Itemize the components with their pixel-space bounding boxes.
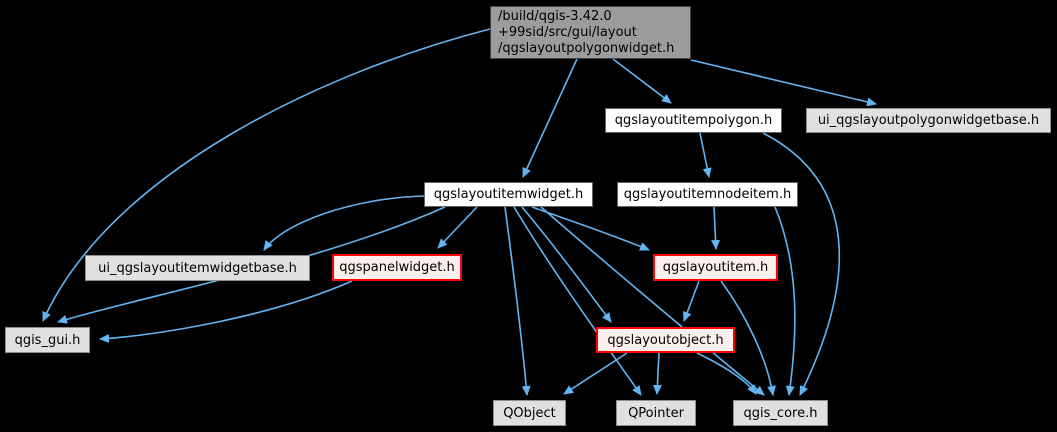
edge-root-to-ui-polygonbase — [690, 59, 877, 107]
graph-node-label: qgslayoutobject.h — [607, 332, 724, 348]
graph-node-root[interactable]: /build/qgis-3.42.0 +99sid/src/gui/layout… — [490, 6, 691, 59]
graph-node-label: qgslayoutitem.h — [662, 260, 769, 275]
edge-itemwidget-to-panelwidget — [437, 206, 478, 249]
edge-itemwidget-to-qpointer — [513, 206, 642, 396]
edge-layoutitem-to-qgis-core — [720, 280, 776, 396]
graph-node-qgspanelwidget[interactable]: qgspanelwidget.h — [332, 254, 462, 281]
graph-node-qobject[interactable]: QObject — [493, 400, 566, 426]
edge-root-to-itemwidget — [522, 58, 578, 178]
edge-itemwidget-to-ui-itemwidgetbase — [263, 195, 425, 251]
edge-layoutobject-to-qpointer — [652, 352, 662, 395]
edge-layoutobject-to-qobject — [563, 352, 628, 395]
edge-itemnodeitem-to-layoutitem — [711, 206, 721, 250]
edge-itemwidget-to-layoutobject — [521, 206, 612, 323]
edge-itemwidget-to-qobject — [504, 206, 531, 396]
graph-node-label: qgis_gui.h — [14, 332, 81, 348]
graph-node-qgslayoutitem[interactable]: qgslayoutitem.h — [653, 254, 778, 281]
edge-itempolygon-to-itemnodeitem — [699, 132, 712, 178]
graph-node-qgslayoutitemnodeitem[interactable]: qgslayoutitemnodeitem.h — [617, 182, 798, 207]
graph-node-qgslayoutitempolygon[interactable]: qgslayoutitempolygon.h — [605, 108, 782, 133]
graph-node-qpointer[interactable]: QPointer — [616, 400, 696, 426]
graph-node-label: qgslayoutitemnodeitem.h — [623, 187, 792, 202]
graph-node-label: qgspanelwidget.h — [339, 260, 455, 275]
edge-layoutobject-to-qgis-core — [696, 352, 757, 395]
edge-root-to-qgis-gui — [42, 28, 491, 322]
graph-node-qgis-gui[interactable]: qgis_gui.h — [5, 327, 90, 353]
graph-node-ui-qgslayoutitemwidgetbase[interactable]: ui_qgslayoutitemwidgetbase.h — [85, 255, 310, 281]
graph-node-label: QObject — [503, 405, 556, 421]
edge-itemnodeitem-to-qgis-core — [774, 206, 796, 396]
edge-itempolygon-to-qgis-core — [762, 132, 841, 396]
edge-root-to-itempolygon — [612, 58, 672, 104]
graph-node-ui-qgslayoutpolygonwidgetbase[interactable]: ui_qgslayoutpolygonwidgetbase.h — [806, 108, 1051, 133]
edge-layoutitem-to-layoutobject — [682, 280, 700, 322]
graph-node-label: qgslayoutitempolygon.h — [614, 113, 773, 128]
graph-node-root-label: /build/qgis-3.42.0 +99sid/src/gui/layout… — [498, 8, 675, 56]
edge-panelwidget-to-qgis-gui — [99, 280, 353, 343]
graph-node-qgis-core[interactable]: qgis_core.h — [733, 400, 828, 426]
graph-node-qgslayoutobject[interactable]: qgslayoutobject.h — [596, 327, 735, 353]
graph-node-qgslayoutitemwidget[interactable]: qgslayoutitemwidget.h — [424, 182, 593, 207]
edge-itemwidget-to-qgis-core — [540, 206, 765, 396]
graph-node-label: QPointer — [628, 405, 684, 421]
graph-node-label: qgis_core.h — [743, 405, 818, 421]
graph-node-label: ui_qgslayoutpolygonwidgetbase.h — [817, 113, 1040, 128]
graph-node-label: qgslayoutitemwidget.h — [433, 187, 584, 202]
graph-node-label: ui_qgslayoutitemwidgetbase.h — [98, 260, 297, 276]
